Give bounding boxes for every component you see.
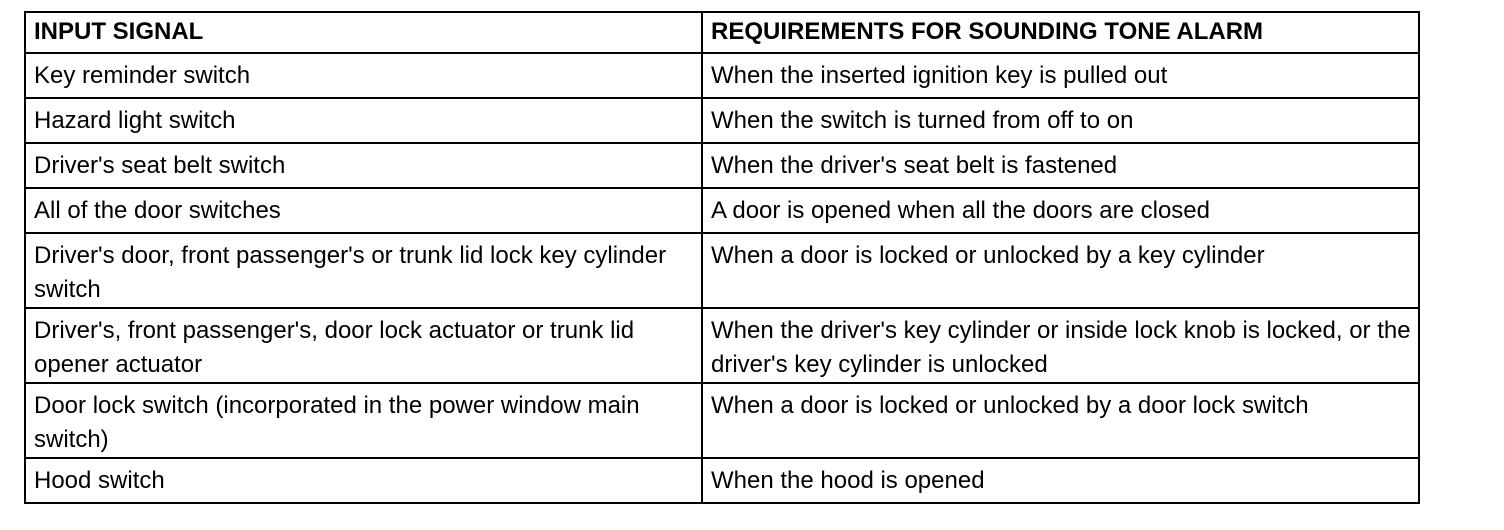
requirement-cell: When a door is locked or unlocked by a d… bbox=[701, 382, 1420, 459]
input-signal-cell: Driver's seat belt switch bbox=[24, 142, 703, 189]
table-row: Door lock switch (incorporated in the po… bbox=[24, 382, 1420, 459]
table-row: Driver's, front passenger's, door lock a… bbox=[24, 307, 1420, 384]
input-signal-cell: All of the door switches bbox=[24, 187, 703, 234]
input-signal-cell: Door lock switch (incorporated in the po… bbox=[24, 382, 703, 459]
table-row: Hood switch When the hood is opened bbox=[24, 457, 1420, 504]
table-row: Key reminder switch When the inserted ig… bbox=[24, 52, 1420, 99]
input-signal-cell: Hazard light switch bbox=[24, 97, 703, 144]
input-signal-cell: Driver's, front passenger's, door lock a… bbox=[24, 307, 703, 384]
requirement-cell: When the hood is opened bbox=[701, 457, 1420, 504]
input-signal-cell: Hood switch bbox=[24, 457, 703, 504]
requirement-cell: When the inserted ignition key is pulled… bbox=[701, 52, 1420, 99]
requirement-cell: When the driver's seat belt is fastened bbox=[701, 142, 1420, 189]
requirement-cell: When a door is locked or unlocked by a k… bbox=[701, 232, 1420, 309]
tone-alarm-table: INPUT SIGNAL REQUIREMENTS FOR SOUNDING T… bbox=[24, 11, 1420, 504]
table-row: Hazard light switch When the switch is t… bbox=[24, 97, 1420, 144]
requirement-cell: When the switch is turned from off to on bbox=[701, 97, 1420, 144]
input-signal-cell: Driver's door, front passenger's or trun… bbox=[24, 232, 703, 309]
requirement-cell: A door is opened when all the doors are … bbox=[701, 187, 1420, 234]
table-row: Driver's seat belt switch When the drive… bbox=[24, 142, 1420, 189]
column-header-input-signal: INPUT SIGNAL bbox=[24, 11, 703, 54]
input-signal-cell: Key reminder switch bbox=[24, 52, 703, 99]
table-row: All of the door switches A door is opene… bbox=[24, 187, 1420, 234]
table-row: Driver's door, front passenger's or trun… bbox=[24, 232, 1420, 309]
table-header-row: INPUT SIGNAL REQUIREMENTS FOR SOUNDING T… bbox=[24, 11, 1420, 54]
requirement-cell: When the driver's key cylinder or inside… bbox=[701, 307, 1420, 384]
column-header-requirements: REQUIREMENTS FOR SOUNDING TONE ALARM bbox=[701, 11, 1420, 54]
